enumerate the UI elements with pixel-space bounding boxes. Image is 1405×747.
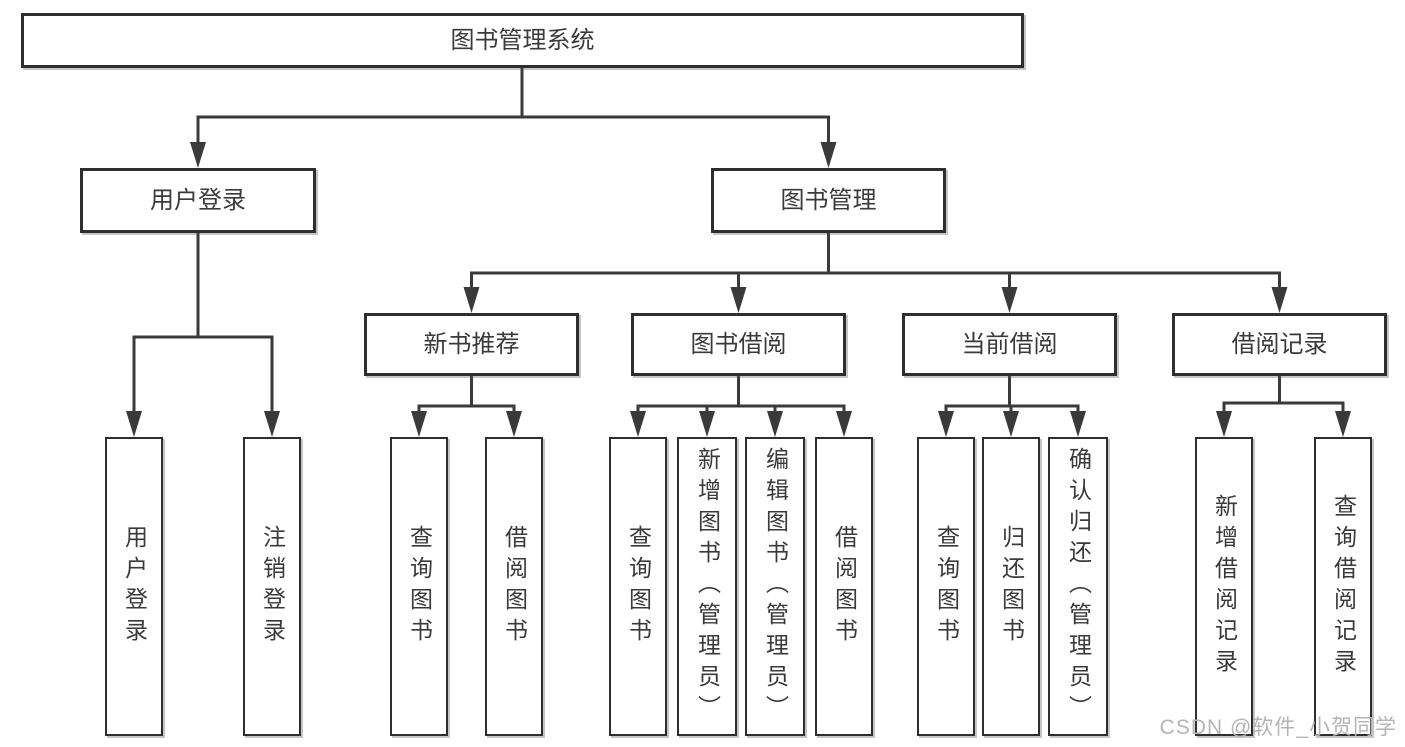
node-borrowing-records: 借阅记录 xyxy=(1172,313,1387,376)
node-leaf-current-query-label: 查询图书 xyxy=(933,524,960,649)
connector-borrow-branch xyxy=(630,376,852,437)
node-leaf-current-return: 归还图书 xyxy=(982,437,1040,736)
node-leaf-borrow-edit-admin-label: 编辑图书（管理员） xyxy=(762,447,789,726)
node-book-management: 图书管理 xyxy=(711,168,946,233)
node-leaf-borrow-edit-admin: 编辑图书（管理员） xyxy=(745,437,805,736)
node-new-book-recommend-label: 新书推荐 xyxy=(423,330,520,358)
node-library-system: 图书管理系统 xyxy=(21,13,1024,68)
node-leaf-borrow-add-admin: 新增图书（管理员） xyxy=(677,437,737,736)
node-leaf-newbook-query-label: 查询图书 xyxy=(406,524,433,649)
node-leaf-logout: 注销登录 xyxy=(243,437,301,736)
node-leaf-borrow-query-label: 查询图书 xyxy=(625,524,652,649)
node-leaf-newbook-borrow: 借阅图书 xyxy=(485,437,543,736)
node-current-borrowing-label: 当前借阅 xyxy=(961,330,1058,358)
node-book-borrowing-label: 图书借阅 xyxy=(690,330,787,358)
node-leaf-user-login-label: 用户登录 xyxy=(121,524,148,649)
node-leaf-user-login: 用户登录 xyxy=(105,437,163,736)
node-leaf-newbook-borrow-label: 借阅图书 xyxy=(501,524,528,649)
connector-book-mgmt-branch xyxy=(463,233,1288,313)
node-leaf-record-add: 新增借阅记录 xyxy=(1195,437,1253,736)
connector-new-books-branch xyxy=(411,376,522,437)
node-book-borrowing: 图书借阅 xyxy=(631,313,846,376)
node-leaf-current-return-label: 归还图书 xyxy=(998,524,1025,649)
node-leaf-borrow-borrow-label: 借阅图书 xyxy=(831,524,858,649)
node-leaf-borrow-add-admin-label: 新增图书（管理员） xyxy=(694,447,721,726)
node-current-borrowing: 当前借阅 xyxy=(902,313,1117,376)
node-leaf-current-query: 查询图书 xyxy=(917,437,975,736)
node-leaf-record-add-label: 新增借阅记录 xyxy=(1211,493,1238,680)
csdn-watermark: CSDN @软件_小贺同学 xyxy=(1159,716,1397,739)
node-leaf-record-query-label: 查询借阅记录 xyxy=(1330,493,1357,680)
node-leaf-current-confirm-admin-label: 确认归还（管理员） xyxy=(1065,447,1092,726)
node-library-system-label: 图书管理系统 xyxy=(450,26,595,54)
connector-root-branch xyxy=(190,68,837,168)
node-leaf-borrow-borrow: 借阅图书 xyxy=(815,437,873,736)
node-borrowing-records-label: 借阅记录 xyxy=(1231,330,1328,358)
node-new-book-recommend: 新书推荐 xyxy=(364,313,579,376)
node-user-login: 用户登录 xyxy=(80,168,316,233)
node-leaf-newbook-query: 查询图书 xyxy=(390,437,448,736)
node-book-management-label: 图书管理 xyxy=(780,186,877,214)
node-leaf-borrow-query: 查询图书 xyxy=(609,437,667,736)
node-user-login-label: 用户登录 xyxy=(150,186,246,214)
node-leaf-logout-label: 注销登录 xyxy=(259,524,286,649)
node-leaf-record-query: 查询借阅记录 xyxy=(1314,437,1372,736)
connector-records-branch xyxy=(1216,376,1351,437)
connector-current-branch xyxy=(938,376,1086,437)
node-leaf-current-confirm-admin: 确认归还（管理员） xyxy=(1048,437,1108,736)
connector-user-login-branch xyxy=(126,233,280,437)
